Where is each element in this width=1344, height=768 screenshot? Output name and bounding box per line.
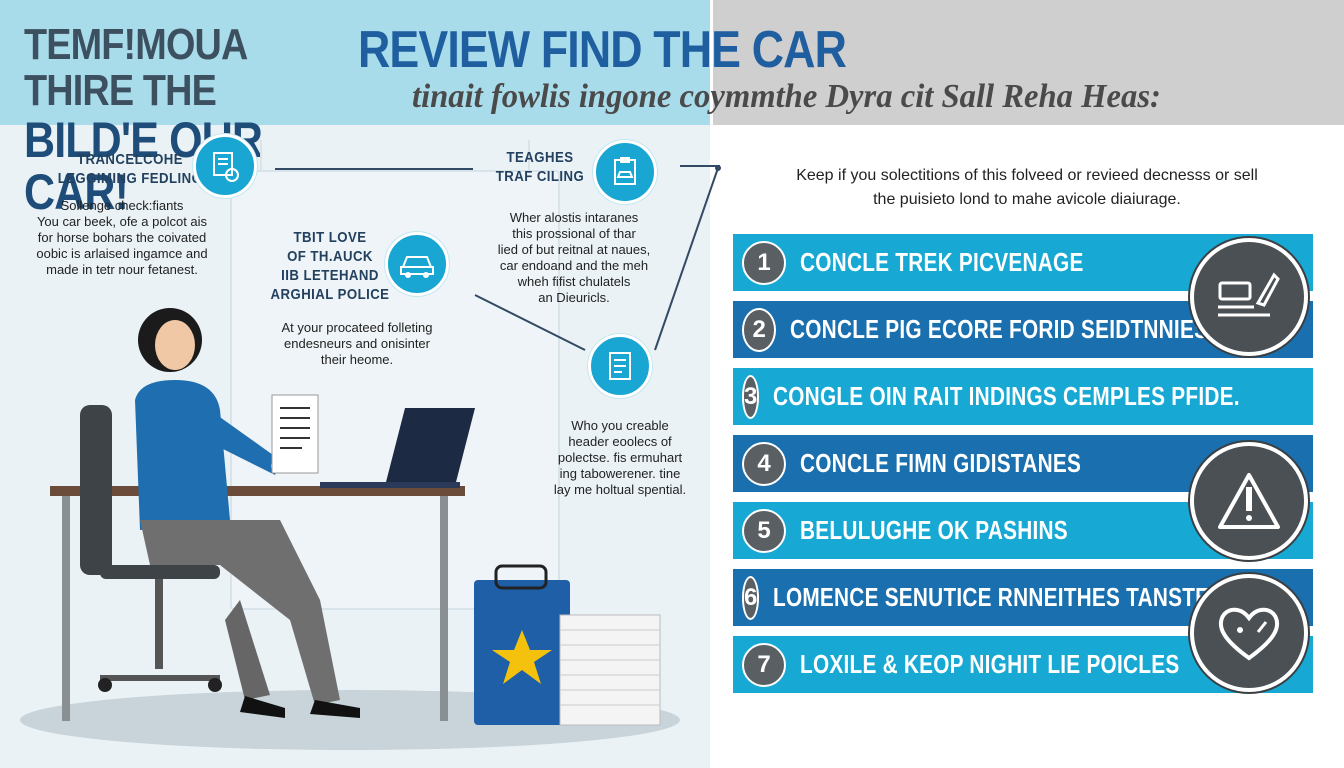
callout-4-body-line: header eoolecs of	[568, 434, 672, 449]
callout-1-heading: TRANCELCOHE LEGGIMING FEDLING	[51, 150, 209, 188]
callout-1-body: Sollenge check:fiants You car beek, ofe …	[22, 198, 222, 278]
step-label: CONCLE PIG ECORE FORID SEIDTNNIES	[790, 314, 1209, 344]
callout-3-body: Wher alostis intaranes this prossional o…	[484, 210, 664, 306]
clipboard-car-icon	[593, 140, 657, 204]
main-title: REVIEW FIND THE CAR	[358, 21, 847, 79]
callout-2-heading-line2: OF TH.AUCK	[287, 248, 373, 265]
callout-3-body-line: car endoand and the meh	[499, 258, 649, 273]
connector-line	[275, 168, 473, 170]
step-number: 2	[742, 307, 777, 352]
callout-2-body-line: At your procateed folleting	[281, 320, 433, 335]
callout-2-heading-line4: ARGHIAL POLICE	[270, 286, 390, 303]
step-number: 7	[742, 642, 786, 687]
callout-1-body-line: Sollenge check:fiants	[60, 198, 184, 213]
step-label: LOXILE & KEOP NIGHIT LIE POICLES	[800, 649, 1180, 679]
inspection-tools-icon	[1190, 238, 1308, 356]
left-title-line1: TEMF!MOUA THIRE THE	[24, 20, 247, 115]
document-stamp-icon	[193, 134, 257, 198]
connector-lines	[474, 165, 721, 351]
heart-icon	[1190, 574, 1308, 692]
subtitle: tinait fowlis ingone coymmthe Dyra cit S…	[412, 78, 1161, 115]
callout-3-body-line: an Dieuricls.	[538, 290, 610, 305]
callout-2-heading-line3: IIB LETEHAND	[281, 267, 379, 284]
callout-2-heading: TBIT LOVE OF TH.AUCK IIB LETEHAND ARGHIA…	[264, 228, 396, 304]
callout-3-heading-line2: TRAF CILING	[495, 168, 585, 185]
left-header-band	[0, 0, 710, 125]
callout-3-body-line: Wher alostis intaranes	[509, 210, 639, 225]
step-number: 5	[742, 508, 786, 553]
step-label: LOMENCE SENUTICE RNNEITHES TANSTER.	[773, 582, 1231, 612]
step-number: 3	[742, 374, 760, 419]
intro-text: Keep if you solectitions of this folveed…	[760, 164, 1294, 212]
callout-3-body-line: lied of but reitnal at naues,	[497, 242, 651, 257]
callout-3-body-line: wheh fifist chulatels	[517, 274, 631, 289]
callout-1-body-line: You car beek, ofe a polcot ais	[36, 214, 208, 229]
callout-2-body-line: endesneurs and onisinter	[284, 336, 430, 351]
callout-1-heading-line1: TRANCELCOHE	[76, 151, 184, 168]
callout-2-body-line: their heome.	[320, 352, 394, 367]
callout-4-body-line: lay me holtual spential.	[553, 482, 687, 497]
step-label: BELULUGHE OK PASHINS	[800, 515, 1068, 545]
callout-1-body-line: made in tetr nour fetanest.	[46, 262, 198, 277]
step-number: 1	[742, 240, 786, 285]
callout-1-body-line: for horse bohars the coivated	[37, 230, 207, 245]
callout-2-body: At your procateed folleting endesneurs a…	[262, 320, 452, 368]
step-label: CONGLE OIN RAIT INDINGS CEMPLES PFIDE.	[773, 381, 1241, 411]
intro-text-line: the puisieto lond to mahe avicole diaiur…	[873, 191, 1181, 208]
intro-text-line: Keep if you solectitions of this folveed…	[796, 167, 1258, 184]
callout-3-heading-line1: TEAGHES	[506, 149, 574, 166]
step-number: 6	[742, 575, 760, 620]
woman-at-desk-illustration	[50, 308, 661, 726]
callout-4-body: Who you creable header eoolecs of polect…	[530, 418, 710, 498]
step-number: 4	[742, 441, 786, 486]
callout-3-body-line: this prossional of thar	[512, 226, 636, 241]
callout-2-heading-line1: TBIT LOVE	[293, 229, 367, 246]
callout-4-body-line: Who you creable	[571, 418, 669, 433]
right-header-band	[713, 0, 1344, 125]
warning-triangle-icon	[1190, 442, 1308, 560]
step-item: 3 CONGLE OIN RAIT INDINGS CEMPLES PFIDE.	[733, 368, 1313, 425]
document-list-icon	[588, 334, 652, 398]
car-icon	[385, 232, 449, 296]
callout-1-heading-line2: LEGGIMING FEDLING	[57, 170, 203, 187]
step-label: CONCLE FIMN GIDISTANES	[800, 448, 1082, 478]
callout-4-body-line: ing tabowerener. tine	[559, 466, 681, 481]
callout-1-body-line: oobic is arlaised ingamce and	[36, 246, 208, 261]
callout-4-body-line: polectse. fis ermuhart	[557, 450, 683, 465]
callout-3-heading: TEAGHES TRAF CILING	[487, 148, 593, 186]
step-label: CONCLE TREK PICVENAGE	[800, 247, 1084, 277]
connector-line	[680, 165, 720, 167]
